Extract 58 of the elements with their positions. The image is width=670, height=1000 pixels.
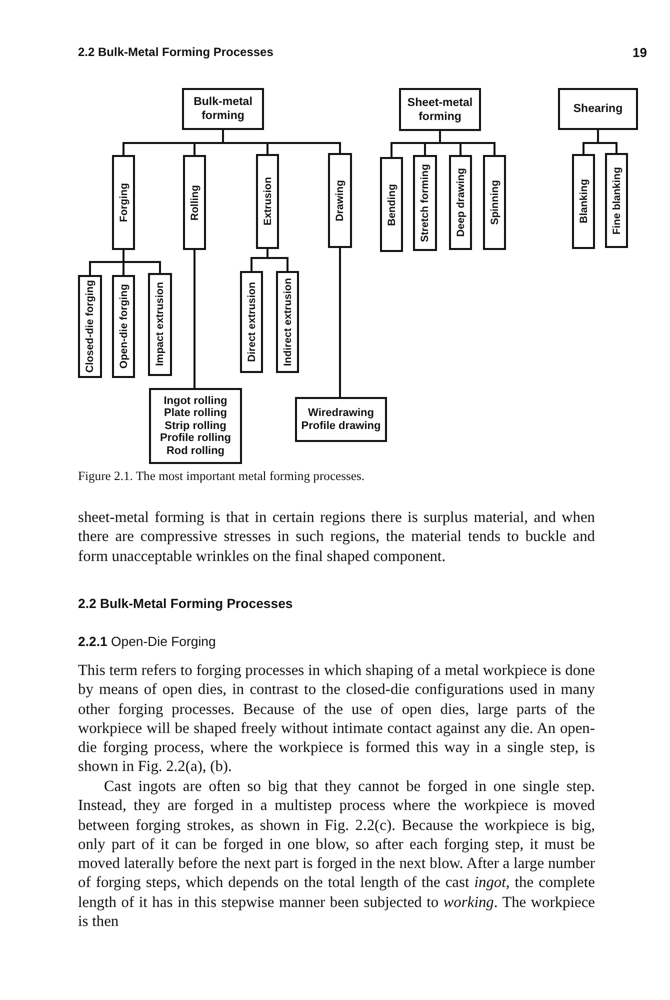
category-label: Shearing <box>573 102 623 116</box>
process-label: Extrusion <box>262 177 274 226</box>
connector-line <box>122 250 161 273</box>
category-box <box>182 88 264 130</box>
process-box <box>78 275 102 378</box>
body-paragraph: This term refers to forging processes in which shaping of a metal workpiece is done by means of open dies, in contrast to the closed-die configurations used in many other forging processes. Because of the use of open dies, large parts of the workpiece will be shaped freely without intimate contact against any die. An open-die forging process, where the workpiece is formed this way in a single step, is shown in Fig. 2.2(a), (b). <box>78 661 595 777</box>
process-box <box>240 271 263 373</box>
process-label: Deep drawing <box>454 168 466 237</box>
process-label: Bending <box>386 184 398 226</box>
process-box <box>276 271 299 373</box>
process-box <box>483 155 506 250</box>
process-label: Stretch forming <box>419 164 431 242</box>
process-list-item: Wiredrawing <box>308 407 374 420</box>
connector-line <box>194 250 196 388</box>
process-box <box>256 154 279 249</box>
process-list-item: Profile drawing <box>301 420 381 432</box>
process-box <box>413 155 437 251</box>
process-label: Closed-die forging <box>84 280 96 373</box>
process-label: Direct extrusion <box>246 282 258 362</box>
process-label: Forging <box>118 182 130 222</box>
process-box <box>328 153 352 248</box>
process-label: Spinning <box>488 180 500 225</box>
process-list-item: Ingot rolling <box>164 394 228 408</box>
process-list-box <box>295 397 387 442</box>
subsection-heading: 2.2.1 Open-Die Forging <box>78 634 216 650</box>
page-number: 19 <box>632 45 647 60</box>
body-paragraph: sheet-metal forming is that in certain regions there is surplus material, and when there are compressive stresses in such regions, the material tends to buckle and form unacceptable wrinkles on the final shaped component. <box>78 508 595 566</box>
connector-line <box>266 249 288 271</box>
process-label: Drawing <box>334 180 346 222</box>
process-box <box>572 154 595 249</box>
process-list-item: Profile rolling <box>160 432 231 445</box>
category-label: Sheet-metal forming <box>406 96 474 124</box>
process-box <box>112 275 135 378</box>
process-box <box>183 155 206 250</box>
running-header: 2.2 Bulk-Metal Forming Processes <box>78 45 274 60</box>
process-list-item: Rod rolling <box>166 444 225 458</box>
process-list-box <box>149 388 242 464</box>
section-heading: 2.2 Bulk-Metal Forming Processes <box>78 596 293 612</box>
process-box <box>112 155 135 250</box>
process-label: Open-die forging <box>118 284 130 369</box>
connector-line <box>439 131 496 155</box>
process-label: Indirect extrusion <box>282 278 294 366</box>
body-paragraph: Cast ingots are often so big that they cannot be forged in one single step. Instead, they are forged in a multistep process where the workpiece is moved between forging strokes, as shown in Fig. 2.2(c). Because the workpiece is big, only part of it can be forged in one blow, so after each forging step, it must be moved laterally before the next part is forged in the next blow. After a large number of forging steps, which depends on the total length of the cast ingot, the complete length of it has in this stepwise manner been subjected to working. The workpiece is then <box>78 777 595 932</box>
process-label: Impact extrusion <box>154 282 166 367</box>
process-box <box>449 155 472 250</box>
category-box <box>558 88 638 130</box>
category-label: Bulk-metal forming <box>192 95 254 123</box>
process-label: Blanking <box>578 179 590 224</box>
process-label: Fine blanking <box>610 166 622 234</box>
process-list-item: Plate rolling <box>164 407 227 420</box>
process-list-item: Strip rolling <box>164 420 226 432</box>
category-box <box>399 88 481 131</box>
connector-line <box>339 248 341 397</box>
process-box <box>148 273 172 376</box>
figure-caption: Figure 2.1. The most important metal forming processes. <box>78 469 365 484</box>
process-box <box>380 157 403 252</box>
process-label: Rolling <box>188 184 200 220</box>
process-box <box>605 153 628 248</box>
